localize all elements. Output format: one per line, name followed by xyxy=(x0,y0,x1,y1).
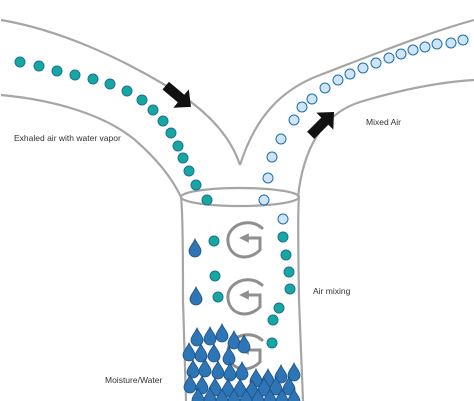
air-particle-icon xyxy=(289,115,299,125)
air-particle-icon xyxy=(209,236,219,246)
air-particle-icon xyxy=(210,271,220,281)
air-particle-icon xyxy=(276,134,286,144)
air-particle-icon xyxy=(173,141,183,151)
air-particle-icon xyxy=(285,284,295,294)
water-droplet-icon xyxy=(191,328,203,346)
water-droplet-icon xyxy=(187,360,199,378)
air-particle-icon xyxy=(105,79,115,89)
air-particle-icon xyxy=(191,180,201,190)
air-particle-icon xyxy=(267,152,277,162)
water-droplet-icon xyxy=(212,361,224,379)
air-particle-icon xyxy=(88,74,98,84)
water-droplet-icon xyxy=(190,287,202,305)
air-particle-icon xyxy=(297,102,307,112)
air-particle-icon xyxy=(274,303,284,313)
water-droplet-icon xyxy=(236,362,248,380)
air-particle-icon xyxy=(158,116,168,126)
inflow-arrow-icon xyxy=(158,77,199,117)
air-mixing-label: Air mixing xyxy=(313,286,351,296)
air-particle-icon xyxy=(178,153,188,163)
moisture-water-label: Moisture/Water xyxy=(105,375,162,385)
air-particle-icon xyxy=(384,53,394,63)
water-droplet-icon xyxy=(189,239,201,257)
air-particle-icon xyxy=(408,45,418,55)
air-particle-icon xyxy=(148,105,158,115)
mixed-particles xyxy=(259,35,468,224)
air-particle-icon xyxy=(166,128,176,138)
air-particle-icon xyxy=(122,86,132,96)
air-particle-icon xyxy=(213,292,223,302)
air-particle-icon xyxy=(52,66,62,76)
air-particle-icon xyxy=(278,232,288,242)
air-particle-icon xyxy=(446,38,456,48)
water-droplet-icon xyxy=(204,327,216,345)
exhaled-air-label: Exhaled air with water vapor xyxy=(14,133,121,143)
air-particle-icon xyxy=(420,42,430,52)
air-particle-icon xyxy=(268,315,278,325)
air-particle-icon xyxy=(70,70,80,80)
water-droplet-icon xyxy=(216,324,228,342)
air-particle-icon xyxy=(15,57,25,67)
air-particle-icon xyxy=(307,94,317,104)
air-particle-icon xyxy=(320,83,330,93)
exhaled-particles xyxy=(15,57,295,348)
water-droplet-icon xyxy=(208,344,220,362)
air-particle-icon xyxy=(137,95,147,105)
water-droplet-icon xyxy=(223,347,235,365)
air-particle-icon xyxy=(267,338,277,348)
right-outlet-tube-bottom-wall xyxy=(298,80,474,197)
air-particle-icon xyxy=(358,63,368,73)
air-particle-icon xyxy=(259,195,269,205)
air-particle-icon xyxy=(371,58,381,68)
air-particle-icon xyxy=(333,75,343,85)
outflow-arrow-icon xyxy=(302,103,342,143)
air-particle-icon xyxy=(263,173,273,183)
chamber-opening xyxy=(181,188,299,206)
air-particle-icon xyxy=(458,35,468,45)
air-particle-icon xyxy=(202,195,212,205)
water-droplets xyxy=(183,239,300,401)
mixed-air-label: Mixed Air xyxy=(366,117,401,127)
air-particle-icon xyxy=(345,69,355,79)
air-particle-icon xyxy=(284,267,294,277)
left-inlet-tube-top-wall xyxy=(1,20,240,165)
air-particle-icon xyxy=(34,61,44,71)
air-particle-icon xyxy=(184,166,194,176)
air-particle-icon xyxy=(278,214,288,224)
swirl-icon xyxy=(228,223,262,257)
air-particle-icon xyxy=(281,250,291,260)
air-particle-icon xyxy=(432,39,442,49)
swirl-icon xyxy=(228,280,262,314)
air-particle-icon xyxy=(396,49,406,59)
